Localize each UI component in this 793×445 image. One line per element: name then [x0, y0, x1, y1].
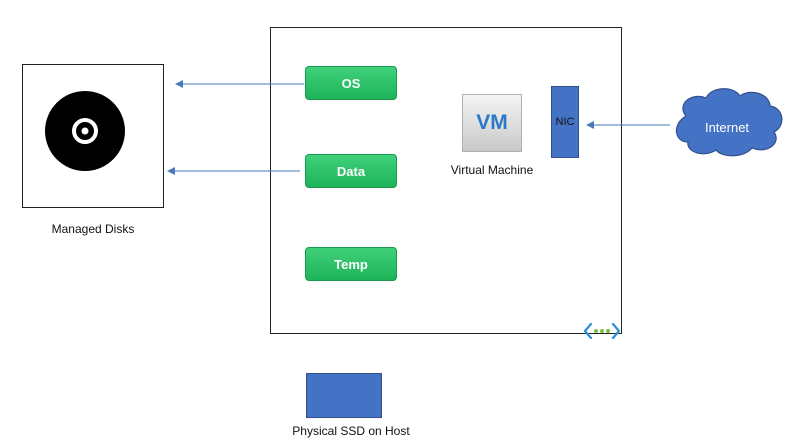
disk-icon [45, 91, 125, 171]
cloud-icon [675, 88, 783, 157]
virtual-network-icon [583, 322, 621, 340]
internet-label: Internet [704, 120, 750, 135]
vm-icon-text: VM [476, 111, 508, 134]
managed-disks-box [22, 64, 164, 208]
vm-icon: VM [462, 94, 522, 152]
physical-ssd-caption: Physical SSD on Host [292, 424, 410, 438]
vm-caption: Virtual Machine [450, 163, 534, 177]
physical-ssd [306, 373, 382, 418]
nic-label: NIC [555, 116, 575, 128]
managed-disks-caption: Managed Disks [51, 222, 135, 236]
data-disk[interactable]: Data [305, 154, 397, 188]
nic: NIC [551, 86, 579, 158]
temp-disk[interactable]: Temp [305, 247, 397, 281]
os-disk[interactable]: OS [305, 66, 397, 100]
